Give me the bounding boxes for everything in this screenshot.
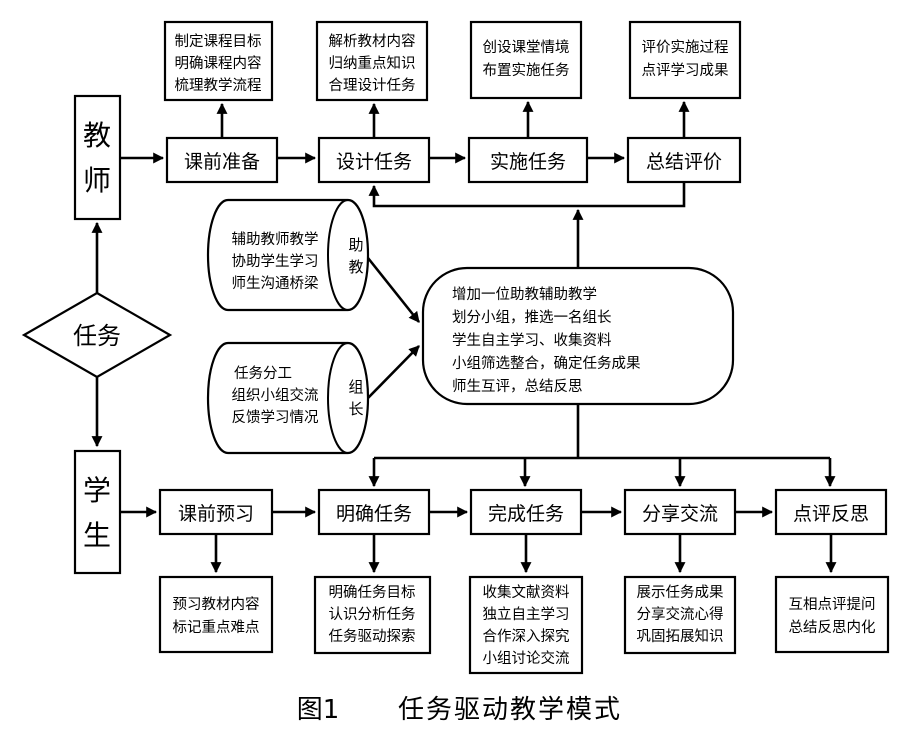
student-step-complete-label: 完成任务 bbox=[488, 503, 564, 525]
group-leader-duty-3: 反馈学习情况 bbox=[232, 409, 319, 426]
teacher-note-prep-line1: 制定课程目标 bbox=[175, 33, 262, 50]
assistant-duty-3: 师生沟通桥梁 bbox=[232, 275, 319, 292]
student-note-review-line1: 互相点评提问 bbox=[789, 596, 876, 613]
teacher-note-prep-line2: 明确课程内容 bbox=[175, 55, 262, 72]
teacher-step-implement: 实施任务 bbox=[467, 136, 589, 184]
assistant-tag-line2: 教 bbox=[348, 258, 363, 276]
student-step-clarify-label: 明确任务 bbox=[336, 503, 412, 525]
student-step-preview: 课前预习 bbox=[158, 488, 274, 536]
group-leader-duty-2: 组织小组交流 bbox=[232, 386, 319, 404]
group-leader-scroll: 任务分工 组织小组交流 反馈学习情况 组 长 bbox=[206, 341, 370, 455]
group-leader-tag-line2: 长 bbox=[348, 400, 363, 418]
center-line-3: 学生自主学习、收集资料 bbox=[452, 332, 612, 349]
student-note-preview-line2: 标记重点难点 bbox=[173, 619, 260, 636]
teacher-note-prep-line3: 梳理教学流程 bbox=[175, 77, 262, 94]
student-note-preview-line1: 预习教材内容 bbox=[173, 596, 260, 613]
assistant-scroll: 辅助教师教学 协助学生学习 师生沟通桥梁 助 教 bbox=[206, 198, 370, 312]
task-diamond-label: 任务 bbox=[73, 322, 121, 350]
student-label-line1: 学 bbox=[83, 474, 111, 507]
student-step-share: 分享交流 bbox=[623, 488, 737, 536]
student-note-share: 展示任务成果 分享交流心得 巩固拓展知识 bbox=[623, 575, 737, 655]
student-note-complete-line2: 独立自主学习 bbox=[483, 606, 570, 623]
student-note-complete: 收集文献资料 独立自主学习 合作深入探究 小组讨论交流 bbox=[468, 575, 584, 675]
arrow-assistant-to-center bbox=[366, 257, 421, 323]
arrow-leader-to-center bbox=[367, 345, 420, 399]
teacher-step-evaluate: 总结评价 bbox=[626, 136, 742, 184]
teacher-note-design-line2: 归纳重点知识 bbox=[329, 55, 416, 72]
student-note-review: 互相点评提问 总结反思内化 bbox=[774, 575, 890, 654]
student-note-review-line2: 总结反思内化 bbox=[789, 619, 876, 636]
student-note-share-line3: 巩固拓展知识 bbox=[637, 628, 724, 645]
teacher-note-implement: 创设课堂情境 布置实施任务 bbox=[469, 20, 583, 100]
teacher-label-box: 教 师 bbox=[73, 94, 122, 221]
student-step-clarify: 明确任务 bbox=[317, 488, 431, 536]
center-box: 增加一位助教辅助教学 划分小组，推选一名组长 学生自主学习、收集资料 小组筛选整… bbox=[421, 266, 735, 406]
center-line-1: 增加一位助教辅助教学 bbox=[452, 286, 597, 303]
assistant-duty-1: 辅助教师教学 bbox=[232, 231, 319, 248]
student-step-review: 点评反思 bbox=[774, 488, 888, 536]
student-label-line2: 生 bbox=[83, 519, 111, 552]
teacher-step-prep: 课前准备 bbox=[165, 136, 279, 184]
teacher-note-design: 解析教材内容 归纳重点知识 合理设计任务 bbox=[315, 20, 429, 102]
teacher-note-implement-line1: 创设课堂情境 bbox=[483, 38, 570, 56]
caption-title: 任务驱动教学模式 bbox=[398, 695, 622, 725]
assistant-tag-line1: 助 bbox=[348, 236, 363, 254]
task-diamond: 任务 bbox=[21, 291, 173, 379]
teacher-note-design-line1: 解析教材内容 bbox=[329, 33, 416, 50]
teacher-note-evaluate: 评价实施过程 点评学习成果 bbox=[628, 20, 742, 100]
student-note-share-line1: 展示任务成果 bbox=[637, 584, 724, 601]
student-step-share-label: 分享交流 bbox=[642, 503, 718, 525]
center-line-2: 划分小组，推选一名组长 bbox=[452, 309, 612, 326]
student-note-preview: 预习教材内容 标记重点难点 bbox=[158, 575, 274, 654]
teacher-note-evaluate-line1: 评价实施过程 bbox=[642, 39, 729, 56]
teacher-step-design: 设计任务 bbox=[317, 136, 431, 184]
teacher-label-line2: 师 bbox=[83, 164, 111, 197]
group-leader-tag-line1: 组 bbox=[348, 378, 363, 396]
teacher-step-implement-label: 实施任务 bbox=[490, 151, 566, 173]
center-line-4: 小组筛选整合，确定任务成果 bbox=[452, 355, 641, 372]
student-step-complete: 完成任务 bbox=[469, 488, 583, 536]
teacher-label-line1: 教 bbox=[83, 119, 111, 152]
student-note-complete-line1: 收集文献资料 bbox=[483, 584, 570, 601]
center-line-5: 师生互评，总结反思 bbox=[452, 378, 583, 395]
teacher-note-design-line3: 合理设计任务 bbox=[329, 77, 416, 94]
teacher-note-implement-line2: 布置实施任务 bbox=[483, 62, 570, 79]
student-note-complete-line4: 小组讨论交流 bbox=[483, 649, 570, 667]
teacher-note-evaluate-line2: 点评学习成果 bbox=[642, 62, 729, 79]
student-note-complete-line3: 合作深入探究 bbox=[483, 628, 570, 645]
group-leader-duty-1: 任务分工 bbox=[234, 365, 292, 382]
assistant-duty-2: 协助学生学习 bbox=[232, 253, 319, 270]
arrow-evaluate-feedback-to-design bbox=[368, 182, 686, 208]
student-step-review-label: 点评反思 bbox=[793, 503, 869, 525]
student-note-share-line2: 分享交流心得 bbox=[637, 605, 724, 623]
student-label-box: 学 生 bbox=[73, 449, 122, 575]
student-note-clarify-line1: 明确任务目标 bbox=[329, 584, 416, 601]
student-step-preview-label: 课前预习 bbox=[178, 503, 254, 525]
teacher-note-prep: 制定课程目标 明确课程内容 梳理教学流程 bbox=[163, 20, 274, 102]
teacher-step-evaluate-label: 总结评价 bbox=[646, 151, 722, 173]
student-note-clarify: 明确任务目标 认识分析任务 任务驱动探索 bbox=[313, 575, 432, 655]
teacher-step-prep-label: 课前准备 bbox=[184, 151, 260, 173]
student-note-clarify-line2: 认识分析任务 bbox=[329, 606, 416, 623]
teacher-step-design-label: 设计任务 bbox=[336, 151, 412, 173]
student-note-clarify-line3: 任务驱动探索 bbox=[329, 628, 416, 645]
caption-number: 图1 bbox=[297, 695, 340, 725]
